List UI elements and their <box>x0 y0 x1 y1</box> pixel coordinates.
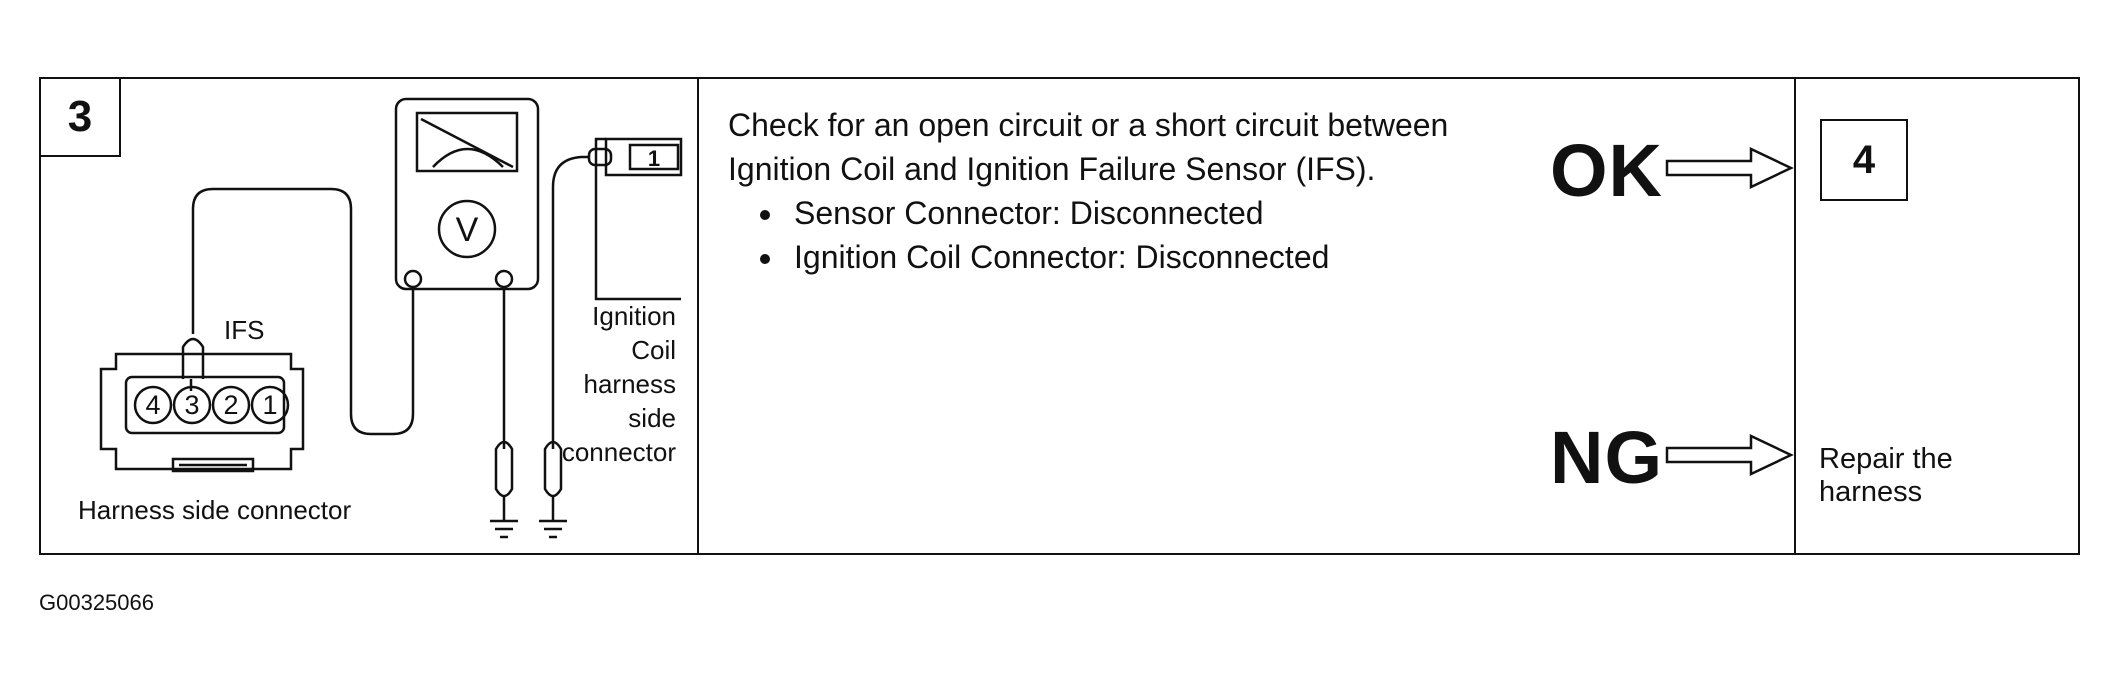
pin-circle-2 <box>211 385 251 425</box>
harness-connector-label: Harness side connector <box>78 495 351 525</box>
svg-text:side: side <box>628 403 676 433</box>
bullet-coil-connector: Ignition Coil Connector: Disconnected <box>786 235 1508 279</box>
coil-connector <box>604 137 683 177</box>
procedure-table <box>39 77 2080 555</box>
coil-pin-label: 1 <box>648 146 660 171</box>
voltmeter-display <box>415 111 519 173</box>
ok-arrow-icon <box>1665 147 1794 189</box>
wire-ifs-to-meter <box>191 187 415 436</box>
coil-connector-label: Ignition Coil harness side connector <box>562 301 677 467</box>
pin-circle-1 <box>250 385 290 425</box>
ng-action: Repair the harness <box>1819 443 1953 508</box>
svg-text:Ignition: Ignition <box>592 301 676 331</box>
wiring-diagram: IFS 4 3 2 1 V 1 Ignition Coil harness si… <box>78 97 683 539</box>
step-number: 3 <box>39 77 121 157</box>
pin-label-3: 3 <box>184 390 199 420</box>
ng-label: NG <box>1550 416 1663 499</box>
bullet-sensor-connector: Sensor Connector: Disconnected <box>786 191 1508 235</box>
coil-harness-bracket <box>594 137 681 301</box>
meter-terminal-right <box>494 269 514 289</box>
pin-circle-4 <box>133 385 173 425</box>
pin-label-4: 4 <box>145 390 160 420</box>
instruction-text: Check for an open circuit or a short cir… <box>728 107 1449 187</box>
svg-text:connector: connector <box>562 437 677 467</box>
column-divider-result <box>1794 77 1796 555</box>
ng-arrow-icon <box>1665 434 1794 476</box>
pin-label-2: 2 <box>223 390 238 420</box>
figure-id: G00325066 <box>39 590 154 615</box>
voltmeter-body <box>394 97 540 291</box>
ifs-probe <box>181 337 205 379</box>
meter-symbol: V <box>456 211 479 249</box>
ifs-label: IFS <box>224 315 264 345</box>
instruction-bullets: Sensor Connector: Disconnected Ignition … <box>728 191 1508 279</box>
svg-text:Coil: Coil <box>631 335 676 365</box>
column-divider-diagram <box>697 77 699 555</box>
pin-label-1: 1 <box>262 390 277 420</box>
ok-next-step: 4 <box>1820 119 1908 201</box>
harness-connector <box>99 352 305 471</box>
meter-terminal-left <box>403 269 423 289</box>
instructions: Check for an open circuit or a short cir… <box>728 103 1508 279</box>
svg-text:harness: harness <box>584 369 677 399</box>
voltmeter-dial <box>437 199 497 259</box>
probe-left <box>494 440 514 498</box>
ok-label: OK <box>1550 129 1663 212</box>
probe-right <box>543 440 563 498</box>
